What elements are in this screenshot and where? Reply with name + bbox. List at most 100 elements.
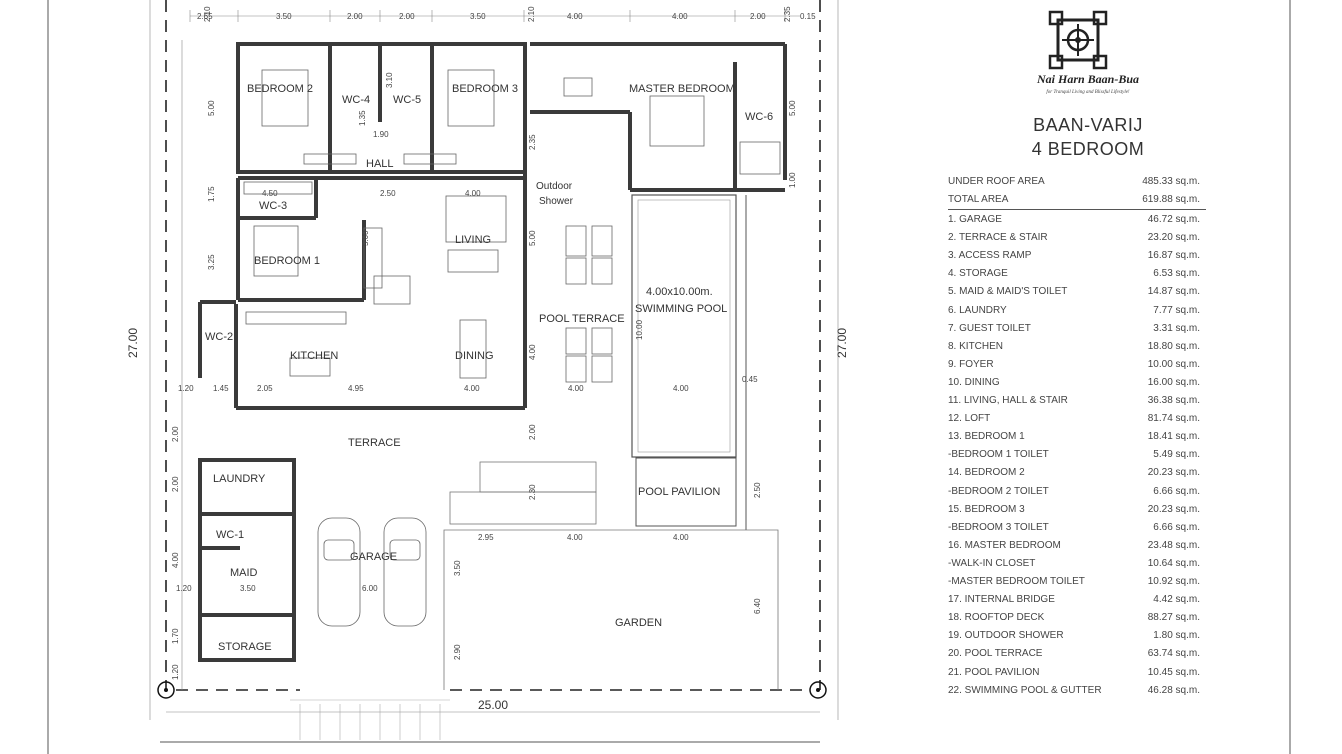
dim-top-4: 2.00 xyxy=(399,12,415,21)
area-label: 14. BEDROOM 2 xyxy=(948,467,1025,479)
area-label: 2. TERRACE & STAIR xyxy=(948,232,1048,244)
label-maid: MAID xyxy=(230,567,258,579)
area-value: 46.28 sq.m. xyxy=(1147,684,1200,696)
area-value: 20.23 sq.m. xyxy=(1147,467,1200,479)
area-label: 5. MAID & MAID'S TOILET xyxy=(948,286,1068,298)
brand-tagline: for Tranquil Living and Blissful Lifesty… xyxy=(1046,90,1130,95)
total-value: 619.88 sq.m. xyxy=(1142,194,1200,205)
area-row: -BEDROOM 1 TOILET 5.49 sq.m. xyxy=(948,449,1200,465)
pool-steps xyxy=(449,461,597,525)
svg-text:3.10: 3.10 xyxy=(385,72,394,88)
area-value: 46.72 sq.m. xyxy=(1147,214,1200,225)
area-label: 11. LIVING, HALL & STAIR xyxy=(948,395,1068,406)
title-block: Nai Harn Baan-Bua for Tranquil Living an… xyxy=(938,0,1238,754)
svg-text:2.50: 2.50 xyxy=(753,482,762,498)
svg-text:1.90: 1.90 xyxy=(373,130,389,139)
area-value: 16.87 sq.m. xyxy=(1147,250,1200,262)
area-label: 6. LAUNDRY xyxy=(948,304,1007,316)
label-hall: HALL xyxy=(366,158,394,170)
svg-text:1.75: 1.75 xyxy=(207,186,216,202)
area-label: 20. POOL TERRACE xyxy=(948,648,1043,660)
top-dimension-chain: 2.65 2.10 3.50 2.00 2.00 3.50 2.10 4.00 … xyxy=(189,6,816,22)
dim-top-2: 3.50 xyxy=(276,12,292,21)
furniture xyxy=(243,69,781,383)
service-wing-walls xyxy=(198,458,296,662)
area-label: 15. BEDROOM 3 xyxy=(948,503,1025,515)
label-wc-5: WC-5 xyxy=(393,94,421,106)
area-label: 19. OUTDOOR SHOWER xyxy=(948,630,1064,642)
area-label: 18. ROOFTOP DECK xyxy=(948,612,1045,624)
swimming-pool xyxy=(631,194,737,458)
area-row: 20. POOL TERRACE 63.74 sq.m. xyxy=(948,648,1200,664)
label-outdoor: Outdoor xyxy=(536,181,573,192)
svg-text:3.50: 3.50 xyxy=(240,584,256,593)
area-label: 3. ACCESS RAMP xyxy=(948,250,1032,262)
area-value: 88.27 sq.m. xyxy=(1147,612,1200,624)
area-value: 63.74 sq.m. xyxy=(1147,648,1200,660)
svg-text:4.00: 4.00 xyxy=(528,344,537,360)
svg-text:0.45: 0.45 xyxy=(742,375,758,384)
svg-text:2.00: 2.00 xyxy=(171,476,180,492)
dim-top-9: 2.00 xyxy=(750,12,766,21)
dim-top-6: 2.10 xyxy=(527,6,536,22)
dim-top-3: 2.00 xyxy=(347,12,363,21)
svg-text:4.00: 4.00 xyxy=(464,384,480,393)
label-kitchen: KITCHEN xyxy=(290,350,338,362)
svg-text:2.30: 2.30 xyxy=(528,484,537,500)
svg-text:2.00: 2.00 xyxy=(171,426,180,442)
label-wc-2: WC-2 xyxy=(205,331,233,343)
area-label: 21. POOL PAVILION xyxy=(948,666,1040,678)
area-value: 1.80 sq.m. xyxy=(1153,630,1200,642)
label-garden: GARDEN xyxy=(615,617,662,629)
area-value: 81.74 sq.m. xyxy=(1147,413,1200,425)
label-laundry: LAUNDRY xyxy=(213,473,266,485)
area-value: 16.00 sq.m. xyxy=(1147,376,1200,388)
svg-text:5.00: 5.00 xyxy=(207,100,216,116)
label-wc-4: WC-4 xyxy=(342,94,370,106)
area-label: -BEDROOM 1 TOILET xyxy=(948,449,1049,461)
svg-text:1.35: 1.35 xyxy=(358,110,367,126)
dim-top-5: 3.50 xyxy=(470,12,486,21)
area-label: 7. GUEST TOILET xyxy=(948,322,1031,334)
svg-text:2.95: 2.95 xyxy=(478,533,494,542)
area-label: -BEDROOM 3 TOILET xyxy=(948,521,1049,533)
area-value: 7.77 sq.m. xyxy=(1153,304,1200,316)
dim-top-7: 4.00 xyxy=(567,12,583,21)
svg-text:3.50: 3.50 xyxy=(453,560,462,576)
label-terrace: TERRACE xyxy=(348,437,401,449)
totals-separator xyxy=(948,209,1206,210)
label-bedroom-2: BEDROOM 2 xyxy=(247,83,313,95)
area-label: 9. FOYER xyxy=(948,358,994,370)
label-garage: GARAGE xyxy=(350,551,397,563)
garden-boundary xyxy=(443,529,779,690)
area-value: 6.53 sq.m. xyxy=(1153,268,1200,280)
grid-marker-right xyxy=(809,681,827,699)
svg-text:6.00: 6.00 xyxy=(362,584,378,593)
area-value: 6.66 sq.m. xyxy=(1153,521,1200,533)
area-value: 14.87 sq.m. xyxy=(1147,286,1200,298)
svg-text:3.25: 3.25 xyxy=(207,254,216,270)
label-storage: STORAGE xyxy=(218,641,272,653)
area-label: 17. INTERNAL BRIDGE xyxy=(948,594,1055,606)
label-shower: Shower xyxy=(539,196,574,207)
svg-text:6.40: 6.40 xyxy=(753,598,762,614)
svg-text:2.05: 2.05 xyxy=(257,384,273,393)
area-value: 18.80 sq.m. xyxy=(1147,340,1200,352)
dim-top-8: 4.00 xyxy=(672,12,688,21)
room-labels: BEDROOM 2 WC-4 WC-5 BEDROOM 3 MASTER BED… xyxy=(205,83,773,653)
svg-text:5.00: 5.00 xyxy=(528,230,537,246)
svg-text:1.20: 1.20 xyxy=(178,384,194,393)
area-value: 5.49 sq.m. xyxy=(1153,449,1200,461)
